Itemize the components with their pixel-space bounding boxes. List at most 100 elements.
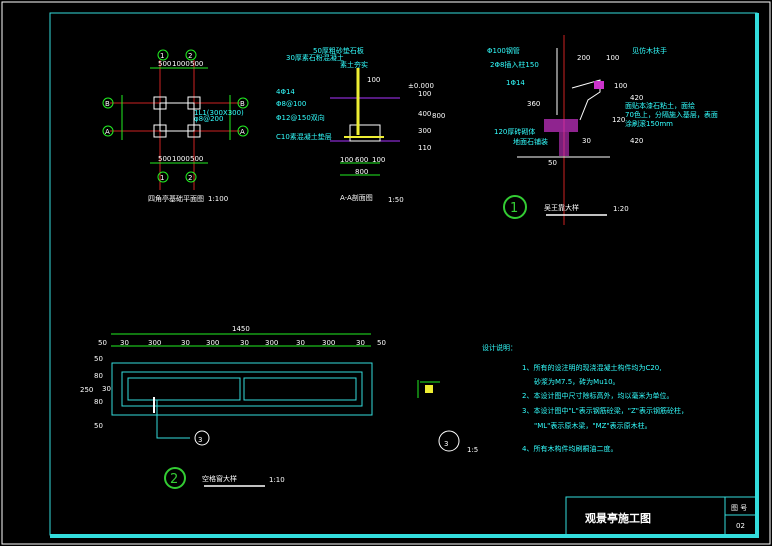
drawing-label: A <box>105 128 110 136</box>
drawing-label: 1:100 <box>208 195 228 203</box>
drawing-label: 1L1(300X300) <box>194 109 244 117</box>
drawing-label: 1Φ14 <box>506 79 525 87</box>
drawing-label: 2、本设计图中尺寸除标高外，均以毫米为单位。 <box>522 391 673 400</box>
drawing-label: 100 <box>606 54 619 62</box>
drawing-number: 02 <box>736 522 745 530</box>
detail-2-marker <box>164 467 186 489</box>
drawing-label: "ML"表示原木梁，"MZ"表示原木柱。 <box>534 421 652 430</box>
drawing-label: 200 <box>577 54 590 62</box>
drawing-label: 100 <box>340 156 353 164</box>
drawing-label: 面贴本漆石粘土，面绘 <box>625 101 695 110</box>
drawing-label: 2 <box>188 174 192 182</box>
section-title: A-A剖面图 <box>340 193 373 202</box>
drawing-label: B <box>105 100 110 108</box>
drawing-label: 420 <box>630 94 643 102</box>
section-a-a: 50厚粗砂垫石板 30厚素石粉混凝土 素土夯实 100 4Φ14 Φ8@100 … <box>276 46 445 204</box>
drawing-label: 30 <box>120 339 129 347</box>
drawing-label: 100 <box>372 156 385 164</box>
drawing-label: 见仿木扶手 <box>632 46 667 55</box>
drawing-label: 30 <box>102 385 111 393</box>
drawing-label: 4Φ14 <box>276 88 295 96</box>
drawing-label: 30 <box>296 339 305 347</box>
drawing-label: Φ100钢管 <box>487 46 520 55</box>
drawing-label: 1:50 <box>388 196 404 204</box>
drawing-label: 800 <box>355 168 368 176</box>
drawing-label: 360 <box>527 100 540 108</box>
drawing-label: φ8@200 <box>194 115 223 123</box>
inner-frame <box>49 12 758 536</box>
drawing-label: 70色上，分隔施入基层，表面 <box>625 110 718 119</box>
detail-1-bench: Φ100钢管 2Φ8插入柱150 1Φ14 120厚砖砌体 地面石铺装 见仿木扶… <box>487 35 718 225</box>
drawing-label: 120厚砖砌体 <box>494 127 535 136</box>
drawing-label: 素土夯实 <box>340 60 368 69</box>
drawing-label: 800 <box>432 112 445 120</box>
drawing-label: 30 <box>356 339 365 347</box>
plan-title: 四角亭基础平面图 <box>148 194 204 203</box>
drawing-label: 500 <box>190 60 203 68</box>
drawing-label: 3、本设计图中"L"表示钢筋砼梁，"Z"表示钢筋砼柱， <box>522 406 688 415</box>
drawing-label: B <box>240 100 245 108</box>
drawing-label: 50 <box>548 159 557 167</box>
detail-1-title: 吴王靠大样 <box>544 203 579 212</box>
drawing-label: 1000 <box>172 60 190 68</box>
drawing-label: 50 <box>94 355 103 363</box>
drawing-label: 80 <box>94 398 103 406</box>
drawing-label: 500 <box>158 60 171 68</box>
drawing-label: 300 <box>265 339 278 347</box>
drawing-name: 观景亭施工图 <box>585 511 651 525</box>
drawing-label: 3 <box>198 436 202 444</box>
drawing-label: 500 <box>158 155 171 163</box>
title-block: 观景亭施工图 图 号 02 <box>565 496 758 536</box>
detail-2-title: 空格窗大样 <box>202 474 237 483</box>
drawing-label: 50 <box>94 422 103 430</box>
drawing-label: 100 <box>367 76 380 84</box>
drawing-label: 600 <box>355 156 368 164</box>
drawing-label: 420 <box>630 137 643 145</box>
drawing-label: 30 <box>240 339 249 347</box>
detail-3: 3 1:5 <box>417 380 478 454</box>
drawing-label: 4、所有木构件均刷桐油二度。 <box>522 444 617 453</box>
drawing-label: ±0.000 <box>408 82 434 90</box>
drawing-label: 砂浆为M7.5，砖为Mu10。 <box>534 377 620 386</box>
drawing-label: 1、所有的设注明的现浇混凝土构件均为C20, <box>522 363 661 372</box>
foundation-plan: 1 2 1 2 B A B A 500 1000 500 500 1000 50… <box>102 49 249 203</box>
drawing-label: 400 <box>418 110 431 118</box>
drawing-label: 1 <box>510 201 518 216</box>
drawing-label: 100 <box>614 82 627 90</box>
detail-2-window: 3 1450 50 30 300 30 300 30 300 30 300 30… <box>80 325 386 489</box>
drawing-label: 30厚素石粉混凝土 <box>286 53 344 62</box>
drawing-label: 图 号 <box>731 504 747 512</box>
drawing-label: 50厚粗砂垫石板 <box>313 46 364 55</box>
drawing-label: 300 <box>148 339 161 347</box>
drawing-label: 1:10 <box>269 476 285 484</box>
drawing-label: 2 <box>188 52 192 60</box>
drawing-label: 30 <box>582 137 591 145</box>
drawing-label: 120 <box>612 116 625 124</box>
drawing-label: C10素混凝土垫层 <box>276 132 332 141</box>
drawing-label: 300 <box>322 339 335 347</box>
drawing-label: 1:20 <box>613 205 629 213</box>
drawing-label: 500 <box>190 155 203 163</box>
drawing-label: 1450 <box>232 325 250 333</box>
design-notes: 设计说明： 1、所有的设注明的现浇混凝土构件均为C20, 砂浆为M7.5，砖为M… <box>482 343 688 453</box>
drawing-label: 1000 <box>172 155 190 163</box>
drawing-label: 30 <box>181 339 190 347</box>
drawing-label: 1 <box>160 174 164 182</box>
drawing-label: Φ8@100 <box>276 100 306 108</box>
detail-1-marker <box>503 195 527 219</box>
drawing-label: 100 <box>418 90 431 98</box>
drawing-label: 50 <box>377 339 386 347</box>
drawing-label: 300 <box>206 339 219 347</box>
drawing-label: Φ12@150双向 <box>276 113 325 122</box>
drawing-label: 3 <box>444 440 448 448</box>
drawing-label: 1 <box>160 52 164 60</box>
drawing-label: 50 <box>98 339 107 347</box>
drawing-label: 2Φ8插入柱150 <box>490 60 539 69</box>
drawing-label: 250 <box>80 386 93 394</box>
drawing-label: 80 <box>94 372 103 380</box>
drawing-label: A <box>240 128 245 136</box>
drawing-label: 1:5 <box>467 446 478 454</box>
drawing-label: 110 <box>418 144 431 152</box>
